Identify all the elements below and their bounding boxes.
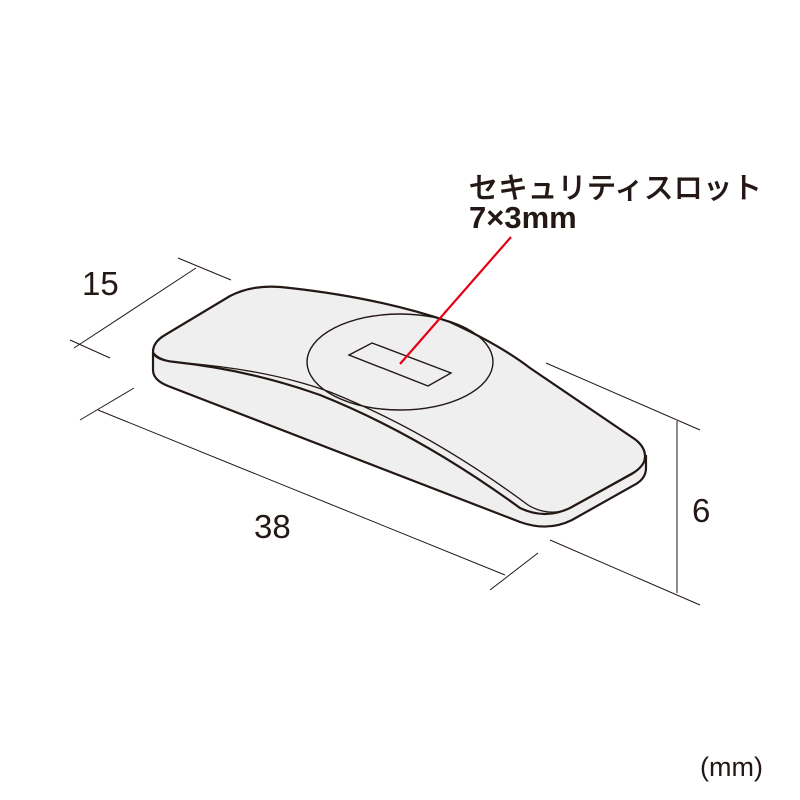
- dimension-height-label: 6: [692, 492, 711, 529]
- plate-right-edge: [565, 454, 647, 511]
- security-plate-body: [151, 285, 648, 528]
- dimension-length-label: 38: [254, 508, 291, 545]
- plate-top-front-edge: [152, 351, 567, 513]
- unit-label: (mm): [700, 752, 763, 782]
- dimension-width-lines: [69, 257, 232, 359]
- callout-leader-line: [399, 236, 512, 365]
- dimension-height-lines: [545, 362, 701, 606]
- security-slot-area: [306, 313, 494, 411]
- dimension-width-label: 15: [82, 265, 119, 302]
- plate-bottom-outline: [151, 352, 648, 528]
- security-slot-rectangle: [347, 342, 453, 387]
- callout-title: セキュリティスロット: [469, 171, 763, 205]
- dimension-length-lines: [79, 387, 539, 591]
- slot-boss-circle: [306, 313, 494, 411]
- callout-slot-size: 7×3mm: [469, 200, 577, 235]
